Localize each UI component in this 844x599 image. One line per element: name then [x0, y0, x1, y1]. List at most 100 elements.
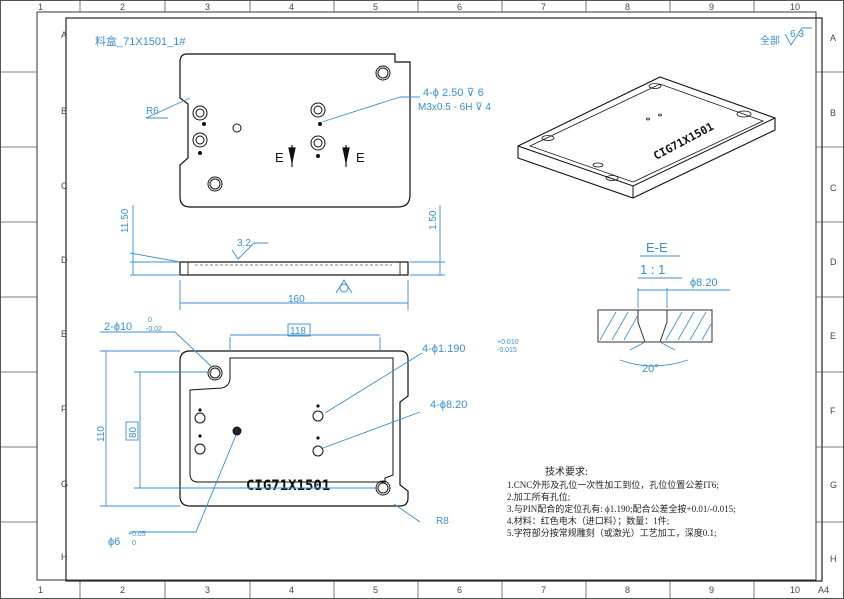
row-label: F: [61, 404, 67, 414]
top-view: E E R6 4-ϕ 2.50 ⊽ 6 M3x0.5 - 6H ⊽ 4: [145, 53, 491, 208]
note-item: 4.材料：红色电木（进口料）；数量：1件;: [507, 515, 669, 526]
col-label: 6: [457, 2, 462, 12]
iso-outline: [517, 76, 776, 199]
row-label: E: [61, 329, 67, 339]
bottom-engraving: CIG71X1501: [246, 478, 330, 494]
col-label: 10: [790, 585, 800, 595]
basic-dim-box-80: [125, 421, 139, 441]
side-view-outline: [179, 261, 409, 276]
col-label: 1: [38, 2, 43, 12]
section-scale: 1 : 1: [640, 262, 665, 277]
surface-finish-value: 6.3: [790, 29, 804, 40]
row-label: C: [830, 183, 837, 193]
row-label: D: [830, 257, 837, 267]
bottom-view-outline: [179, 350, 409, 507]
side-view: 11.50 1.50 3.2 160: [120, 205, 445, 310]
col-label: 5: [373, 2, 378, 12]
col-label: 7: [541, 585, 546, 595]
top-view-leaders: [145, 96, 420, 123]
side-roughness: 3.2: [237, 238, 251, 249]
col-label: 8: [625, 585, 630, 595]
dim-6-tol-upper: +0.05: [128, 531, 146, 538]
row-label: A: [830, 33, 836, 43]
notes-heading: 技术要求:: [545, 465, 588, 478]
drawing-title: 料盒_71X1501_1#: [95, 34, 186, 48]
col-label: 5: [373, 585, 378, 595]
inner-border: [65, 17, 823, 582]
bottom-view-holes: [194, 365, 391, 496]
hole-1190-callout: 4-ϕ1.190: [422, 343, 465, 355]
dim-6: ϕ6: [108, 536, 120, 548]
frame-border: [36, 11, 817, 581]
section-hatch: [599, 311, 712, 341]
dim-pin-dia: 2-ϕ10: [104, 321, 132, 333]
dim-110: 110: [96, 426, 107, 442]
iso-view: CIG71X1501: [517, 76, 776, 199]
bottom-view: CIG71X1501 118 80 110 2-ϕ10 0 -0.02 4: [96, 317, 519, 548]
row-label: G: [61, 479, 68, 489]
note-item: 2.加工所有孔位;: [507, 491, 570, 502]
dim-6-tol-lower: 0: [132, 540, 136, 547]
note-item: 3.与PIN配合的定位孔有: ϕ1.190;配合公差全按+0.01/-0.015…: [507, 503, 736, 514]
note-item: 1.CNC外形及孔位一次性加工到位，孔位位置公差IT6;: [507, 479, 719, 490]
row-label: H: [61, 552, 68, 562]
dim-118: 118: [290, 326, 306, 337]
row-label: G: [830, 480, 837, 490]
col-label: 1: [38, 585, 43, 595]
dim-pin-tol-upper: 0: [148, 317, 152, 324]
hole-1190-tol-lower: -0.015: [497, 347, 517, 354]
dim-pin-tol-lower: -0.02: [146, 326, 162, 333]
iso-holes: [541, 83, 752, 181]
bottom-pin-dots: [198, 404, 320, 440]
col-label: 8: [625, 2, 630, 12]
section-dims: [619, 288, 730, 367]
hole-callout-2: M3x0.5 - 6H ⊽ 4: [418, 102, 491, 113]
hole-1190-tol-upper: +0.010: [497, 339, 519, 346]
col-label: 10: [790, 2, 800, 12]
bottom-radius-label: R8: [436, 516, 449, 527]
top-radius-label: R6: [146, 106, 159, 117]
section-view: E-E 1 : 1 ϕ8.20 20°: [597, 240, 730, 375]
col-label: 2: [120, 2, 125, 12]
section-body: [597, 309, 713, 343]
hole-820-callout: 4-ϕ8.20: [430, 399, 467, 411]
bottom-view-pocket: [189, 357, 394, 483]
top-view-pin-dots: [198, 122, 322, 158]
col-label: 2: [120, 585, 125, 595]
dim-length: 160: [288, 294, 305, 305]
section-angle: 20°: [642, 363, 659, 375]
col-label: 9: [709, 2, 714, 12]
section-dia: ϕ8.20: [690, 277, 718, 289]
hole-callout-1: 4-ϕ 2.50 ⊽ 6: [423, 87, 484, 99]
note-item: 5.字符部分按常规雕刻（或激光）工艺加工，深度0.1;: [507, 527, 717, 538]
dim-side-right: 1.50: [428, 210, 439, 230]
row-label: A: [61, 30, 67, 40]
section-mark-left: E: [275, 150, 284, 165]
technical-notes: 技术要求: 1.CNC外形及孔位一次性加工到位，孔位位置公差IT6; 2.加工所…: [507, 465, 736, 538]
section-mark-right: E: [356, 150, 365, 165]
surface-finish-label: 全部: [760, 34, 780, 47]
col-label: 4: [289, 2, 294, 12]
col-label: 3: [205, 585, 210, 595]
section-title: E-E: [646, 240, 668, 255]
col-label: 4: [289, 585, 294, 595]
side-view-dims: [129, 205, 445, 310]
row-label: C: [61, 181, 68, 191]
row-label: H: [830, 554, 837, 564]
row-label: F: [830, 406, 836, 416]
dim-side-left: 11.50: [120, 208, 131, 233]
row-label: E: [830, 331, 836, 341]
bottom-view-dims: [100, 331, 423, 533]
row-label: D: [61, 255, 68, 265]
section-arrows: [288, 145, 350, 167]
dim-80: 80: [128, 426, 139, 438]
row-label: B: [61, 106, 67, 116]
row-label: B: [830, 108, 836, 118]
col-label: 6: [457, 585, 462, 595]
col-label: 3: [205, 2, 210, 12]
top-view-outline: [179, 53, 411, 208]
basic-dim-box-118: [287, 323, 311, 337]
